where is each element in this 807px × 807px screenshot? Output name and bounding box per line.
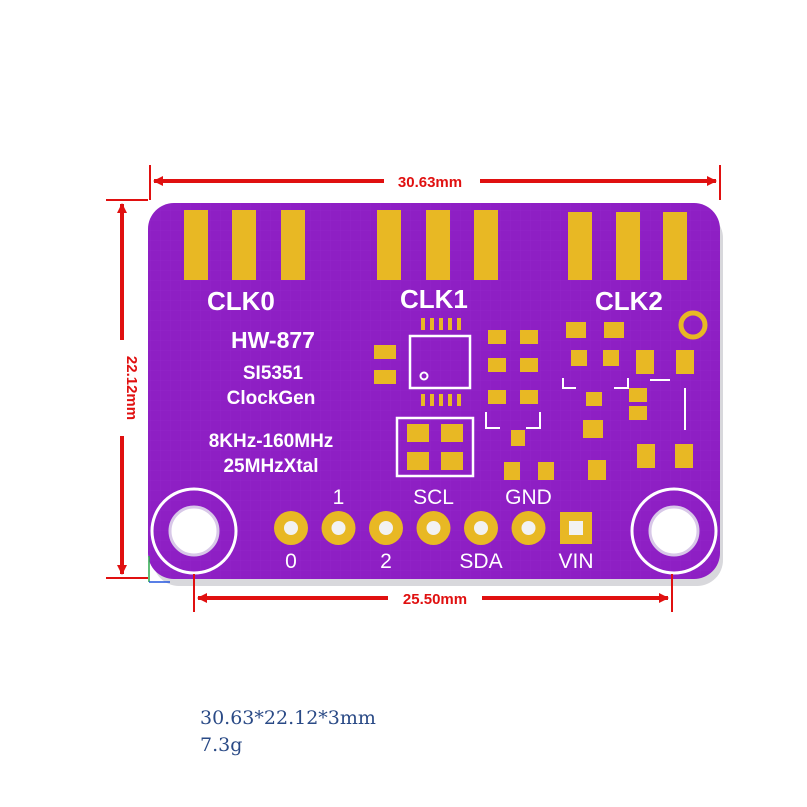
pin-sda: SDA [459,511,503,573]
pin-label: SCL [413,486,454,509]
mounting-hole-right [630,487,718,575]
function-label: ClockGen [227,388,316,409]
pin-label: VIN [558,550,593,573]
pin-label: SDA [459,550,502,573]
model-label: HW-877 [231,327,315,353]
pin-0: 0 [274,511,308,573]
silkscreen-outlines [485,378,686,430]
clk2-pads [568,212,687,280]
weight-spec: 7.3g [200,734,243,756]
freq-range-label: 8KHz-160MHz [209,431,334,452]
header-pins: 0 1 2 SCL SDA GND VIN [274,486,594,573]
pin-2: 2 [369,511,403,573]
clk0-label: CLK0 [207,286,275,316]
clk1-pads [377,210,498,280]
hole-spacing-dimension-label: 25.50mm [403,591,467,608]
size-spec: 30.63*22.12*3mm [200,707,376,729]
width-dimension-label: 30.63mm [398,174,462,191]
axis-indicator [148,556,170,583]
chip-label: SI5351 [243,363,304,384]
height-label-bg [112,340,132,436]
crystal [395,416,475,478]
smd-components [488,322,694,480]
spec-block: 30.63*22.12*3mm 7.3g [200,705,376,759]
width-label-bg [384,171,480,191]
xtal-label: 25MHzXtal [223,456,318,477]
pin-vin: VIN [558,512,594,573]
pin-gnd: GND [505,486,552,545]
pin-label: 0 [285,550,297,573]
si5351-ic [374,318,472,406]
pin-1: 1 [321,486,356,545]
spacing-label-bg [388,588,482,608]
fiducial-mark [678,310,708,340]
mounting-hole-left [150,487,238,575]
pin-label: 1 [333,486,345,509]
pcb-board [148,203,720,579]
pin-label: 2 [380,550,392,573]
clk1-label: CLK1 [400,284,468,314]
height-dimension-label: 22.12mm [123,356,140,420]
pin-scl: SCL [413,486,454,545]
clk2-label: CLK2 [595,286,663,316]
clk0-pads [184,210,305,280]
pin-label: GND [505,486,552,509]
